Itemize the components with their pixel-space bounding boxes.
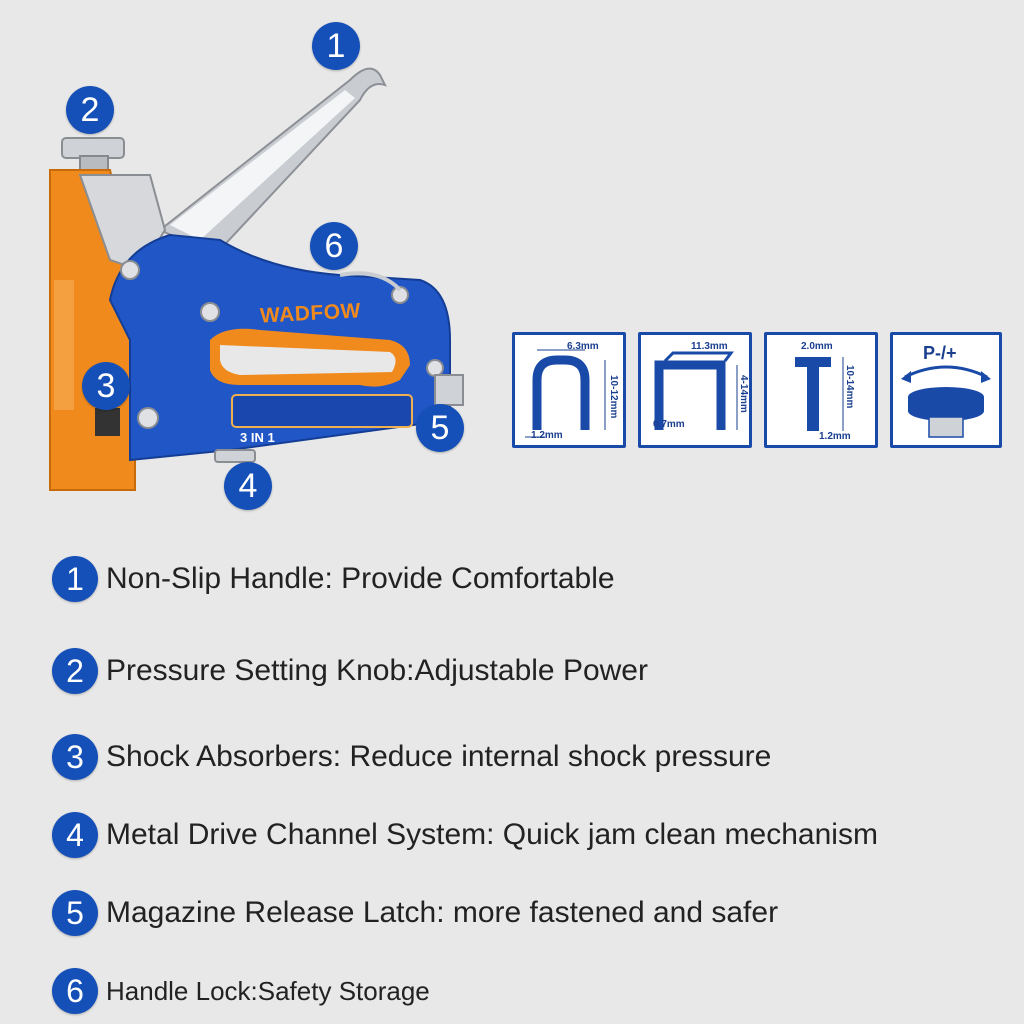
spec-box-flat-staple: 11.3mm 4-14mm 0.7mm (638, 332, 752, 448)
feature-3: 3 Shock Absorbers: Reduce internal shock… (52, 734, 771, 780)
callout-6: 6 (310, 222, 358, 270)
t-nail-height: 10-14mm (844, 365, 855, 408)
t-nail-width: 2.0mm (801, 341, 833, 352)
feature-6-number: 6 (52, 968, 98, 1014)
flat-staple-icon (654, 351, 738, 430)
callout-3: 3 (82, 362, 130, 410)
stapler-icon (49, 67, 464, 491)
feature-5-number: 5 (52, 890, 98, 936)
callout-5: 5 (416, 404, 464, 452)
u-staple-gauge: 1.2mm (531, 430, 563, 441)
feature-1-number: 1 (52, 556, 98, 602)
feature-6-text: Handle Lock:Safety Storage (106, 975, 430, 1006)
feature-4-text: Metal Drive Channel System: Quick jam cl… (106, 818, 878, 851)
feature-3-number: 3 (52, 734, 98, 780)
feature-2-number: 2 (52, 648, 98, 694)
feature-5-text: Magazine Release Latch: more fastened an… (106, 896, 779, 929)
spec-box-u-staple: 6.3mm 10-12mm 1.2mm (512, 332, 626, 448)
u-staple-icon (525, 349, 606, 438)
feature-2-text: Pressure Setting Knob:Adjustable Power (106, 654, 648, 687)
stapler-illustration: WADFOW 3 IN 1 (40, 40, 480, 510)
flat-staple-height: 4-14mm (738, 375, 749, 413)
feature-3-text: Shock Absorbers: Reduce internal shock p… (106, 740, 772, 773)
callout-2: 2 (66, 86, 114, 134)
t-nail-gauge: 1.2mm (819, 431, 851, 442)
pressure-knob-icon (901, 365, 991, 438)
flat-staple-width: 11.3mm (691, 341, 728, 352)
feature-4-number: 4 (52, 812, 98, 858)
u-staple-width: 6.3mm (567, 341, 599, 352)
callout-4: 4 (224, 462, 272, 510)
spec-box-pressure: P-/+ (890, 332, 1002, 448)
feature-1-text: Non-Slip Handle: Provide Comfortable (106, 562, 615, 595)
feature-6: 6 Handle Lock:Safety Storage (52, 968, 430, 1014)
pressure-label: P-/+ (923, 343, 957, 363)
callout-1: 1 (312, 22, 360, 70)
spec-box-t-nail: 2.0mm 10-14mm 1.2mm (764, 332, 878, 448)
feature-2: 2 Pressure Setting Knob:Adjustable Power (52, 648, 648, 694)
u-staple-height: 10-12mm (608, 375, 619, 418)
flat-staple-gauge: 0.7mm (653, 419, 685, 430)
feature-4: 4 Metal Drive Channel System: Quick jam … (52, 812, 878, 858)
tool-badge-text: 3 IN 1 (240, 430, 275, 445)
t-nail-icon (795, 357, 844, 431)
feature-5: 5 Magazine Release Latch: more fastened … (52, 890, 778, 936)
feature-1: 1 Non-Slip Handle: Provide Comfortable (52, 556, 615, 602)
